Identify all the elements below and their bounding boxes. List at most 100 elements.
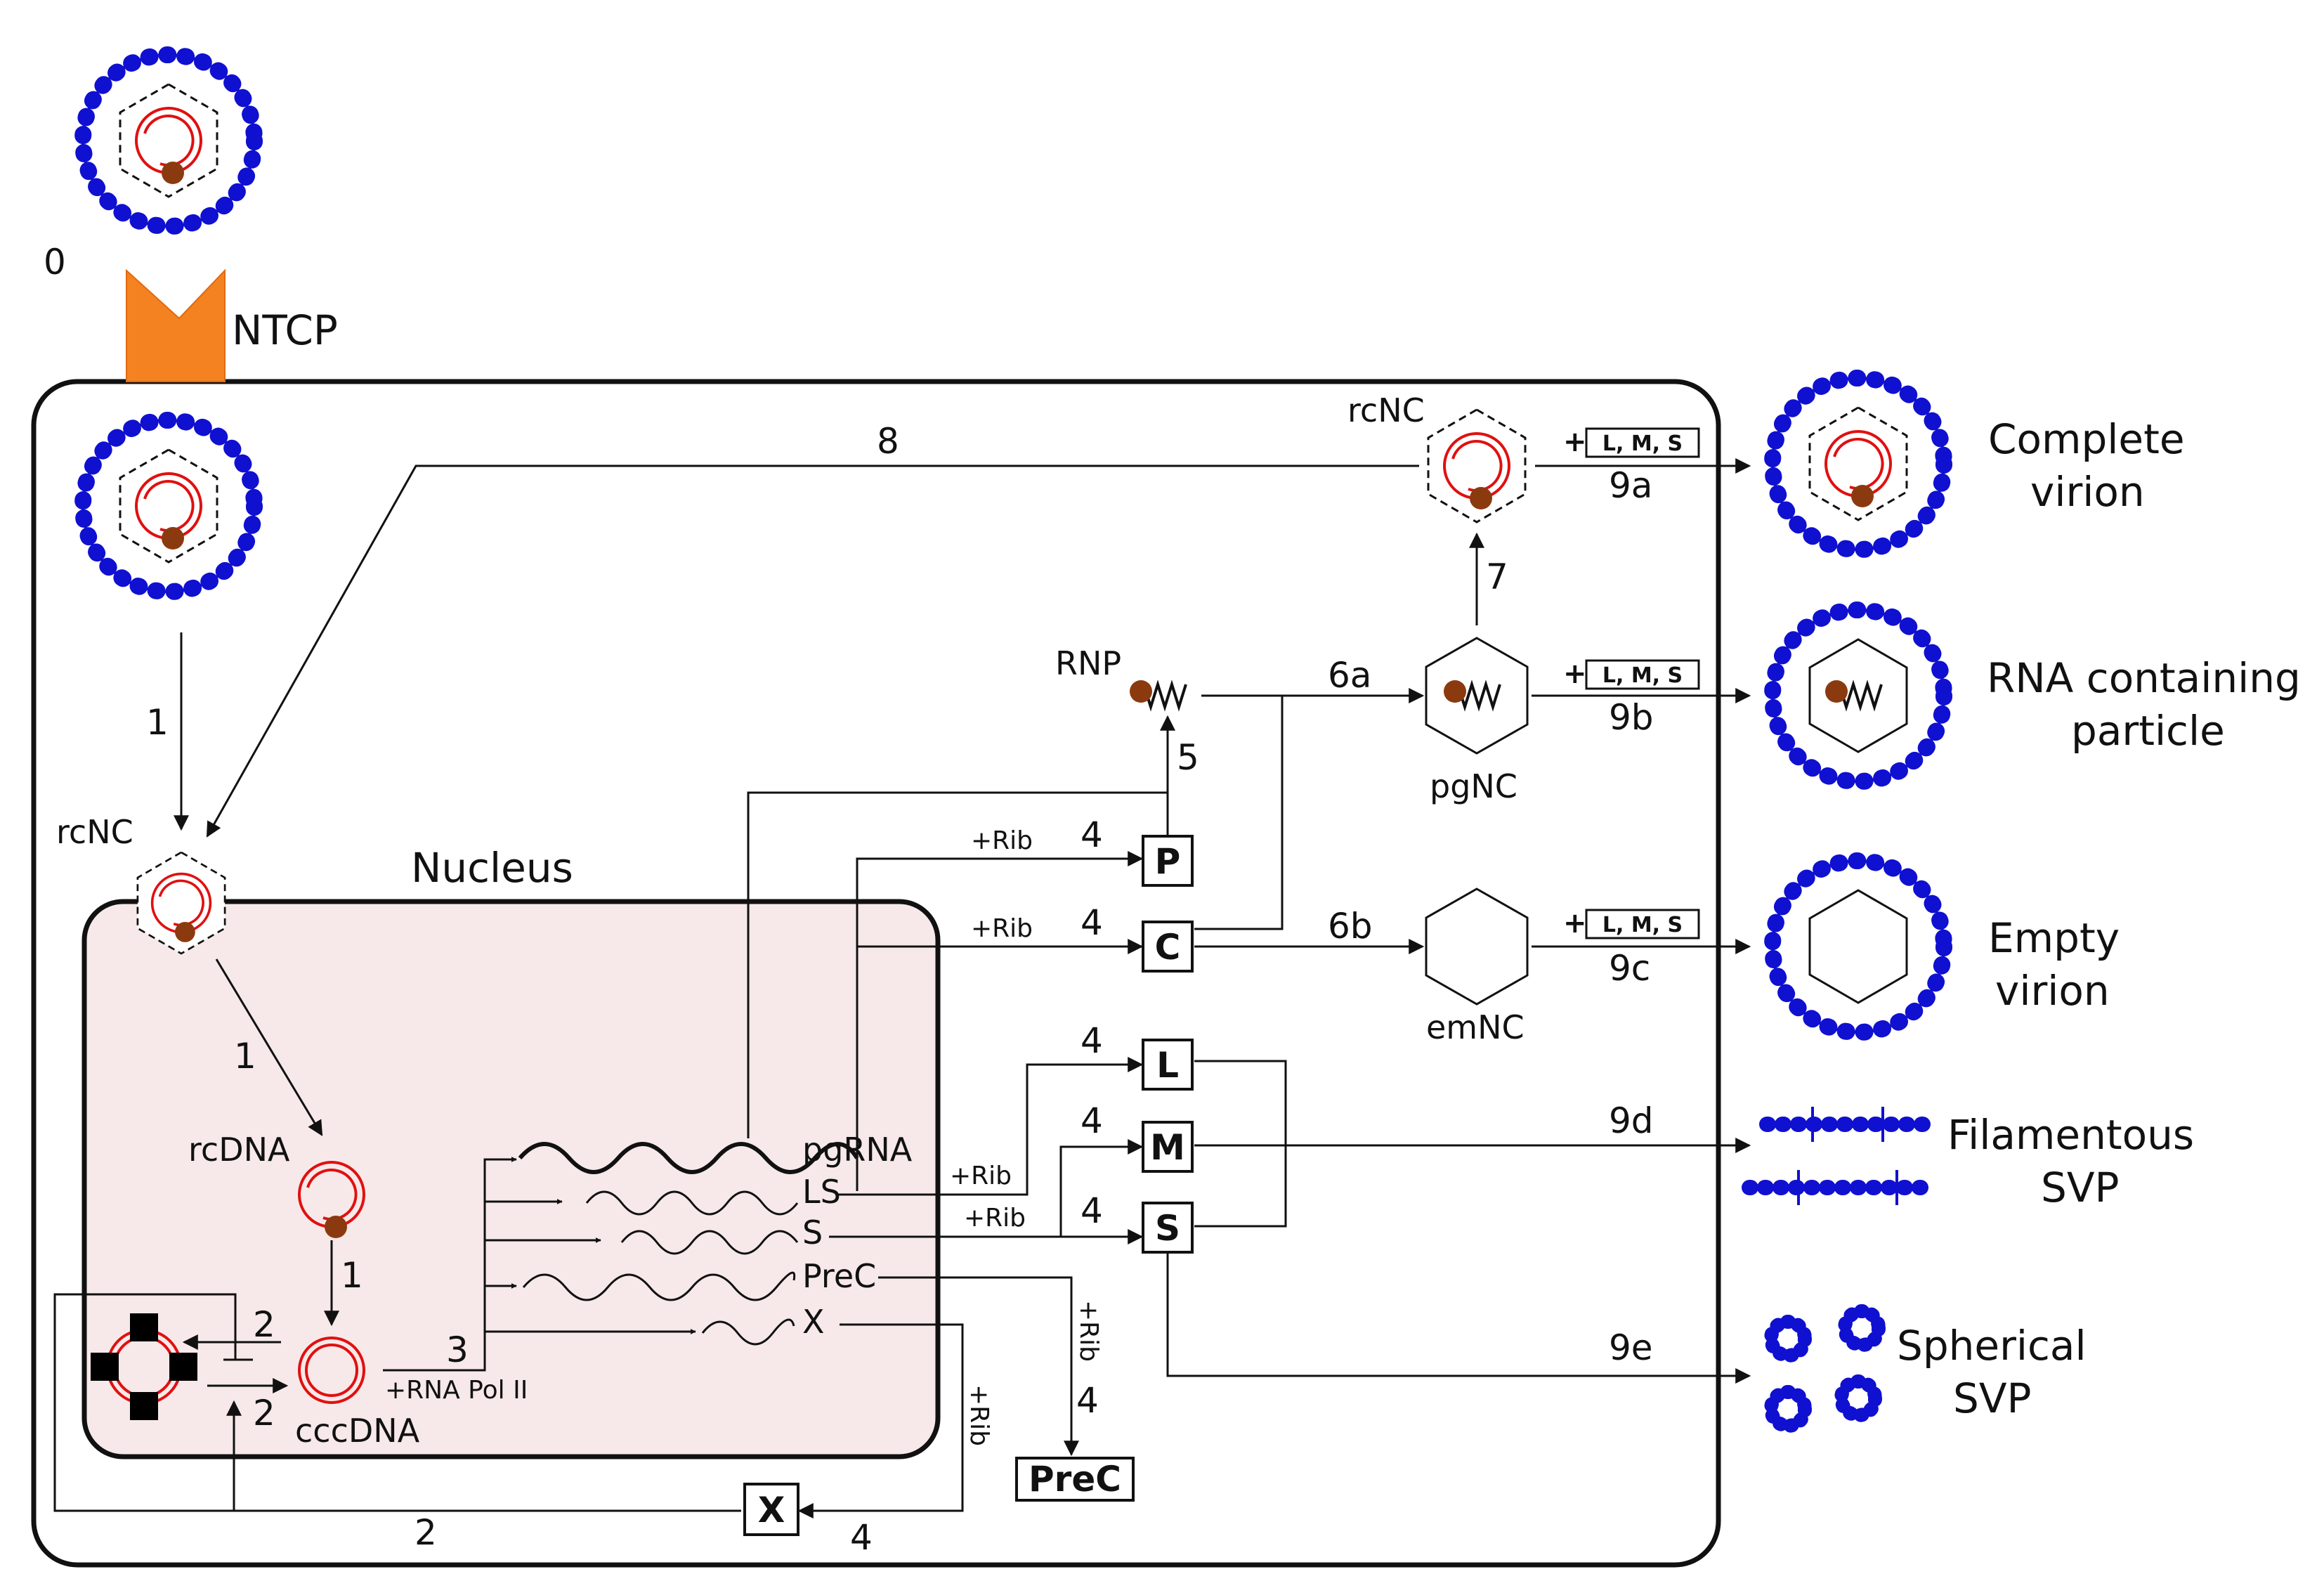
step-8-label: 8 xyxy=(877,421,899,462)
lms-badge-9b: + L, M, S xyxy=(1563,658,1700,690)
protein-prec: PreC xyxy=(1015,1457,1135,1502)
svg-text:L, M, S: L, M, S xyxy=(1602,913,1683,937)
rib-c-label: +Rib xyxy=(971,914,1033,943)
protein-c: C xyxy=(1142,921,1194,973)
svg-text:M: M xyxy=(1150,1127,1185,1168)
ntcp-receptor xyxy=(126,268,226,382)
svg-text:P: P xyxy=(1155,841,1181,882)
transcript-x: X xyxy=(802,1303,825,1341)
emnc-label: emNC xyxy=(1426,1008,1525,1046)
svg-text:PreC: PreC xyxy=(1029,1459,1121,1500)
transcript-prec: PreC xyxy=(802,1257,876,1295)
step-4-prec-label: 4 xyxy=(1076,1380,1099,1421)
virion-entering xyxy=(74,46,263,235)
x-to-x xyxy=(797,1323,964,1519)
rib-p-label: +Rib xyxy=(971,826,1033,855)
complete-virion-label-2: virion xyxy=(2030,468,2145,516)
step-4-c-label: 4 xyxy=(1081,902,1103,943)
lms-connector xyxy=(1194,1060,1287,1228)
arrow-step1-import xyxy=(215,958,323,1136)
step-4-x-label: 4 xyxy=(850,1517,873,1558)
ntcp-label: NTCP xyxy=(232,306,338,354)
rcdna-label: rcDNA xyxy=(188,1131,290,1169)
step-7-label: 7 xyxy=(1486,557,1508,597)
wave-x xyxy=(701,1318,795,1346)
spherical-svp-label-2: SVP xyxy=(1953,1374,2031,1422)
prec-to-prec xyxy=(878,1276,1079,1457)
transcription-arrow xyxy=(383,1157,517,1372)
wave-s xyxy=(620,1230,799,1255)
protein-m: M xyxy=(1142,1121,1194,1173)
virion-attached xyxy=(74,412,263,600)
rib-x-label: +Rib xyxy=(965,1384,993,1446)
svg-text:S: S xyxy=(1155,1208,1180,1249)
step-3-label: 3 xyxy=(446,1329,469,1370)
svg-text:+: + xyxy=(1563,426,1587,458)
ls-to-m xyxy=(1059,1139,1144,1237)
transcript-ls: LS xyxy=(802,1173,841,1211)
filamentous-svp-label-1: Filamentous xyxy=(1947,1111,2194,1159)
wave-prec xyxy=(522,1271,796,1301)
step-2a-label: 2 xyxy=(253,1304,275,1345)
svg-text:L, M, S: L, M, S xyxy=(1602,431,1683,456)
step-1a-label: 1 xyxy=(146,702,169,743)
svg-text:+: + xyxy=(1563,907,1587,939)
pgnc-label: pgNC xyxy=(1430,767,1517,805)
step-9a-label: 9a xyxy=(1609,465,1652,506)
rna-particle-label-2: particle xyxy=(2071,707,2225,755)
filamentous-svp xyxy=(1742,1107,1936,1205)
wave-ls xyxy=(585,1190,799,1216)
rib-ls-label: +Rib xyxy=(950,1162,1012,1190)
step-6a-label: 6a xyxy=(1328,655,1371,696)
empty-virion xyxy=(1764,852,1952,1041)
spherical-svp-label-1: Spherical xyxy=(1897,1322,2087,1370)
ls-to-l xyxy=(837,1057,1144,1196)
cccdna-label: cccDNA xyxy=(295,1412,420,1450)
rib-s-label: +Rib xyxy=(964,1204,1026,1233)
svg-text:X: X xyxy=(758,1490,785,1530)
nucleus-label: Nucleus xyxy=(411,844,573,892)
rna-containing-particle xyxy=(1764,602,1952,790)
step-2c-label: 2 xyxy=(414,1512,437,1553)
complete-virion-label-1: Complete xyxy=(1988,415,2185,463)
step-9c-label: 9c xyxy=(1609,948,1650,989)
rcnc-left-label: rcNC xyxy=(56,813,133,851)
pgrna-to-rnp xyxy=(747,791,1168,1138)
step-4-l-label: 4 xyxy=(1081,1020,1103,1061)
secretion-9e xyxy=(1166,1252,1751,1384)
rnp-label: RNP xyxy=(1055,644,1121,682)
step-6b-label: 6b xyxy=(1328,906,1373,947)
rna-pol-label: +RNA Pol II xyxy=(385,1376,528,1405)
minichromosome xyxy=(91,1313,197,1420)
rna-particle-label-1: RNA containing xyxy=(1987,654,2301,702)
pgnc-capsid xyxy=(1425,637,1529,755)
spherical-svp xyxy=(1764,1304,1886,1433)
transcript-s: S xyxy=(802,1214,823,1251)
step-4-p-label: 4 xyxy=(1081,814,1103,855)
step-0-label: 0 xyxy=(44,242,66,282)
empty-virion-label-2: virion xyxy=(1995,967,2110,1015)
rib-prec-label: +Rib xyxy=(1074,1300,1103,1362)
empty-virion-label-1: Empty xyxy=(1988,914,2120,962)
svg-text:L: L xyxy=(1156,1045,1179,1086)
c-to-pgnc xyxy=(1194,696,1284,930)
protein-x: X xyxy=(743,1483,799,1536)
complete-virion xyxy=(1764,370,1952,558)
svg-text:+: + xyxy=(1563,658,1587,690)
step-4-s-label: 4 xyxy=(1081,1190,1103,1231)
lms-badge-9a: + L, M, S xyxy=(1563,426,1700,458)
lms-badge-9c: + L, M, S xyxy=(1563,907,1700,939)
rcnc-top-label: rcNC xyxy=(1347,391,1425,429)
svg-text:L, M, S: L, M, S xyxy=(1602,663,1683,688)
step-4-m-label: 4 xyxy=(1081,1100,1103,1141)
x-feedback-inhibit xyxy=(53,1293,741,1512)
step-1c-label: 1 xyxy=(341,1255,363,1296)
protein-p: P xyxy=(1142,835,1194,887)
wave-pgrna xyxy=(518,1142,859,1174)
step-9e-label: 9e xyxy=(1609,1327,1653,1368)
step-9d-label: 9d xyxy=(1609,1100,1654,1141)
filamentous-svp-label-2: SVP xyxy=(2041,1164,2119,1211)
step-1b-label: 1 xyxy=(234,1036,256,1077)
pgrna-to-p xyxy=(856,851,1144,1191)
